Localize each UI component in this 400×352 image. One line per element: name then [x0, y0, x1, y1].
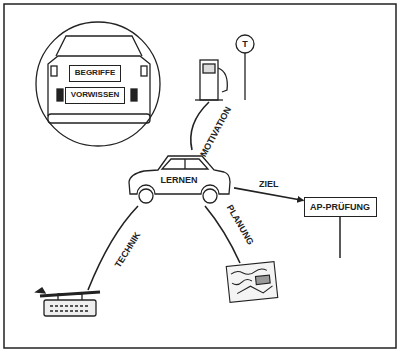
pump-hose [218, 68, 227, 92]
label-holder: MOTIVATION [198, 105, 233, 159]
edge-label-holder: ZIEL [257, 179, 281, 190]
node-text: BEGRIFFE [75, 68, 115, 78]
trunk-lid [56, 36, 142, 56]
suitcase-box: VORWISSEN [65, 87, 125, 104]
label-holder: TECHNIK [113, 230, 143, 270]
map-road [231, 268, 267, 276]
node-text: LERNEN [124, 175, 234, 186]
strap [57, 89, 63, 101]
map-sheet [226, 262, 278, 303]
map-road [232, 279, 252, 285]
inset-circle [36, 22, 160, 146]
tools-inside [50, 306, 90, 311]
car-wheel [139, 189, 153, 203]
leader-lines [88, 102, 240, 290]
station-sign [236, 35, 254, 100]
node-text: AP-PRÜFUNG [310, 202, 370, 213]
sign-post [244, 53, 245, 100]
map-road [237, 284, 274, 296]
bumper [48, 114, 150, 123]
pump-display [203, 64, 215, 73]
toolbox [36, 288, 100, 316]
tail-light [51, 66, 57, 76]
car-window [162, 159, 208, 169]
wrench-head [36, 288, 45, 293]
car-pillar [184, 159, 185, 169]
goal-sign: AP-PRÜFUNG [304, 197, 377, 217]
branch-label: TECHNIK [113, 230, 143, 270]
sign-disc [236, 35, 254, 53]
frame-border [4, 4, 396, 348]
goal-sign-post [339, 217, 341, 258]
arrow-connector [234, 188, 304, 201]
sign-letter: T [242, 39, 248, 50]
map-area [255, 275, 270, 284]
label-holder: T [242, 39, 248, 50]
car-wheel [203, 189, 217, 203]
trunk-inset [36, 22, 160, 146]
trunk-body [48, 56, 150, 116]
pump-body [200, 60, 218, 100]
car-shape: LERNEN [124, 150, 234, 206]
tail-light [141, 66, 147, 76]
toolbox-body [44, 300, 96, 316]
plan-map [226, 262, 278, 303]
fuel-pump [195, 60, 227, 100]
edge-label: ZIEL [257, 179, 281, 190]
wrench [40, 292, 100, 296]
pump-base [195, 99, 223, 100]
node-text: VORWISSEN [71, 90, 120, 100]
strap [131, 89, 137, 101]
branch-label: MOTIVATION [198, 105, 233, 159]
suitcase-box: BEGRIFFE [69, 65, 121, 82]
